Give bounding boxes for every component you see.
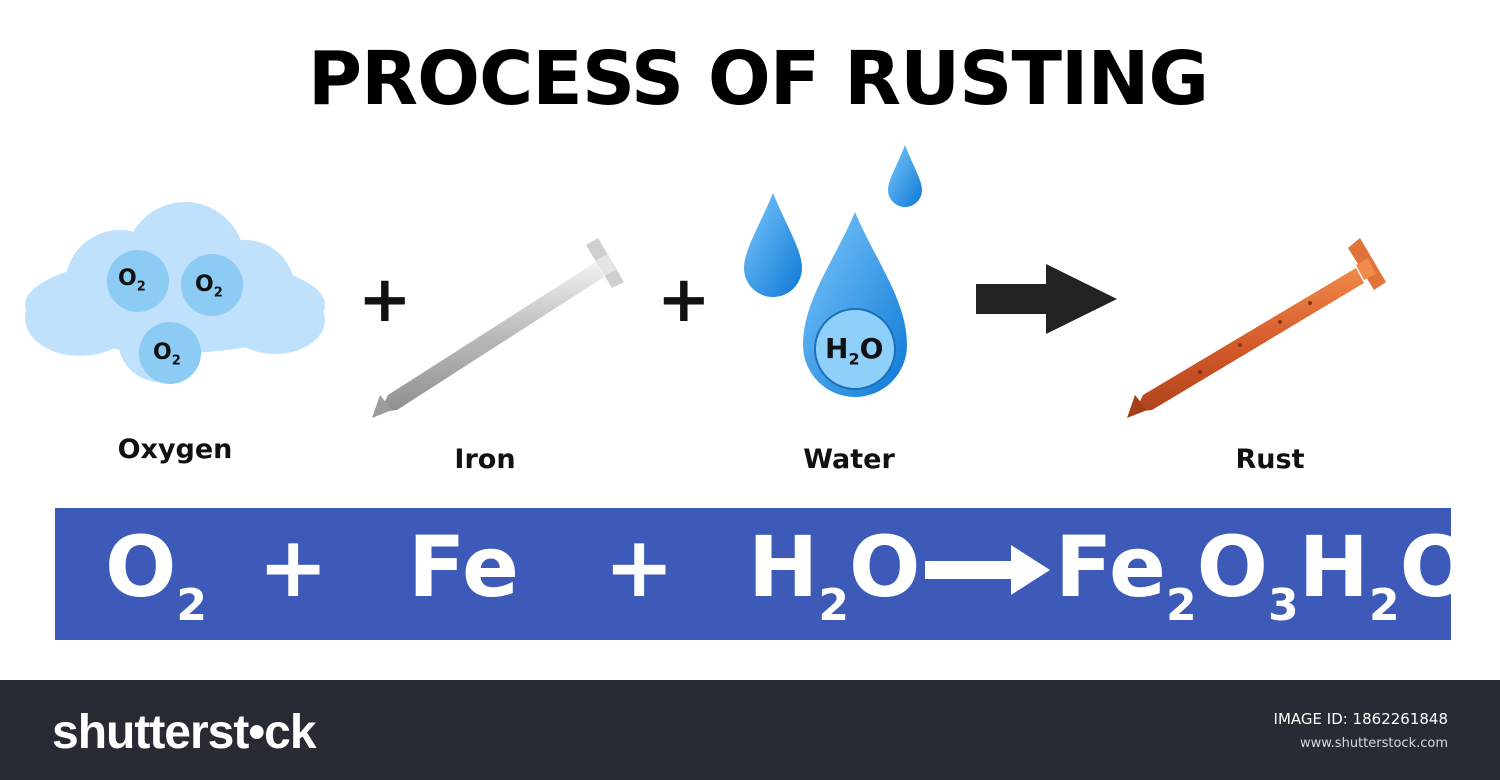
equation-fe: Fe <box>408 518 519 616</box>
h-symbol: H <box>825 332 849 365</box>
equation-plus-2: + <box>604 518 675 616</box>
rust-label: Rust <box>1235 444 1305 475</box>
water-molecule: H2O <box>825 332 883 369</box>
o2-symbol: O <box>195 272 214 297</box>
footer-bar <box>0 680 1500 780</box>
eq-o2-symbol: O <box>1399 518 1471 616</box>
eq-h-symbol: H <box>1298 518 1369 616</box>
eq-sub-2: 3 <box>1268 580 1299 631</box>
eq-fe-symbol: Fe <box>1055 518 1166 616</box>
o2-symbol: O <box>118 266 137 291</box>
equation-banner <box>55 508 1451 640</box>
eq-sub-3: 2 <box>1368 580 1400 631</box>
o2-subscript: 2 <box>213 285 223 301</box>
o2-subscript: 2 <box>136 279 146 295</box>
water-label: Water <box>803 444 895 475</box>
eq-sub-1: 2 <box>1165 580 1197 631</box>
equation-product: Fe2O3H2O <box>1055 525 1471 628</box>
eq-h-symbol: H <box>748 518 819 616</box>
water-drops-icon <box>744 145 922 397</box>
equation-arrow-icon <box>925 545 1050 595</box>
oxygen-molecule-3: O2 <box>153 340 181 368</box>
equation-plus-1: + <box>258 518 329 616</box>
image-id: IMAGE ID: 1862261848 <box>1273 710 1448 728</box>
iron-nail-icon <box>372 238 624 418</box>
page-title: PROCESS OF RUSTING <box>307 36 1209 122</box>
oxygen-cloud-icon <box>25 202 325 384</box>
eq-h-subscript: 2 <box>818 580 849 631</box>
eq-o-subscript: 2 <box>176 580 208 631</box>
equation-h2o: H2O <box>748 525 920 628</box>
iron-label: Iron <box>454 444 516 475</box>
o-symbol: O <box>859 332 884 365</box>
h-subscript: 2 <box>848 349 860 369</box>
eq-o-symbol: O <box>1196 518 1268 616</box>
brand-logo: shutterst•ck <box>52 706 317 759</box>
o2-symbol: O <box>153 340 172 365</box>
plus-sign-2: + <box>657 263 711 337</box>
illustration-scene <box>25 145 1386 418</box>
equation-o2: O2 <box>105 525 207 628</box>
o2-subscript: 2 <box>171 353 181 369</box>
oxygen-molecule-2: O2 <box>195 272 223 300</box>
site-url: www.shutterstock.com <box>1299 736 1448 751</box>
rust-nail-icon <box>1127 238 1386 418</box>
eq-o-symbol: O <box>105 518 177 616</box>
oxygen-molecule-1: O2 <box>118 266 146 294</box>
oxygen-label: Oxygen <box>117 434 233 465</box>
eq-o-symbol: O <box>848 518 921 616</box>
reaction-arrow-icon <box>976 264 1117 334</box>
plus-sign-1: + <box>358 263 412 337</box>
